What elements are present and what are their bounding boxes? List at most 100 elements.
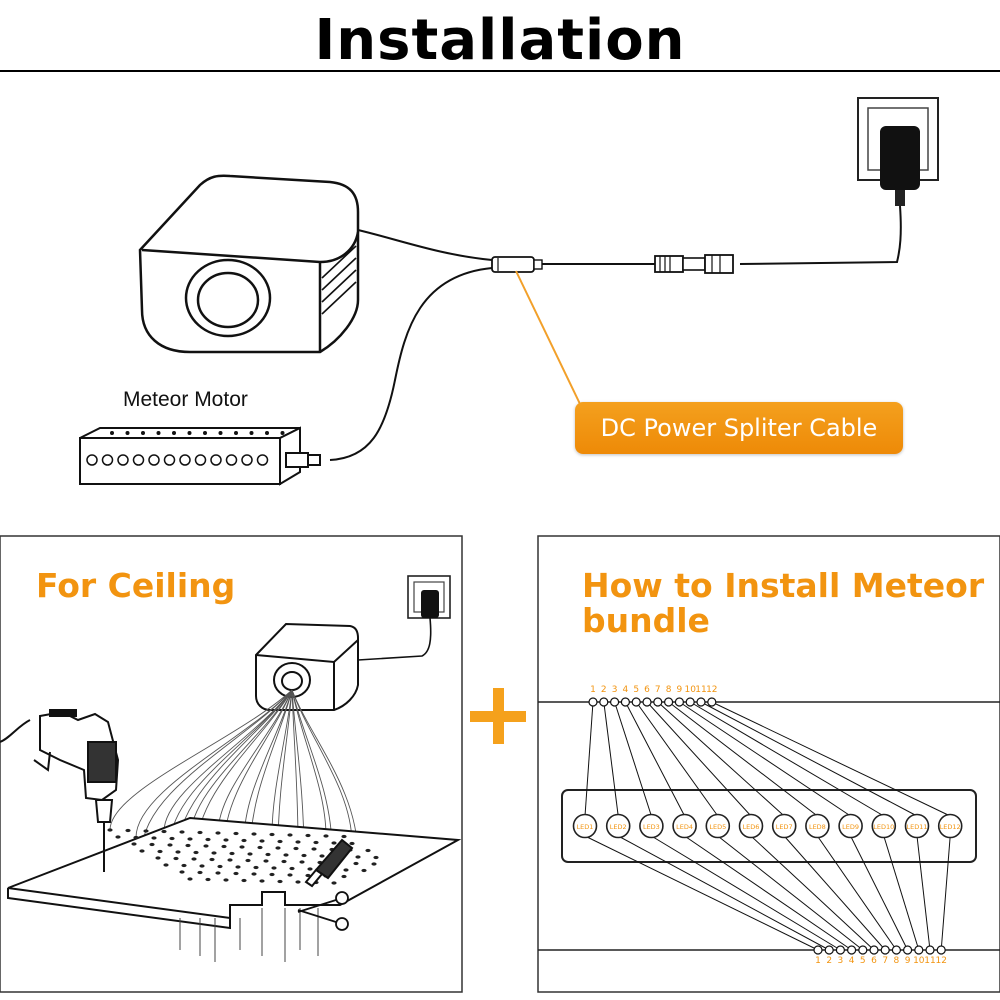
motor-top-dot bbox=[234, 431, 238, 435]
bottom-port bbox=[824, 945, 834, 955]
scissors-icon bbox=[297, 891, 349, 931]
board-hole bbox=[221, 844, 227, 849]
wire-top bbox=[689, 701, 885, 817]
bottom-port bbox=[914, 945, 924, 955]
wire-bottom bbox=[816, 835, 897, 951]
page-title: Installation bbox=[314, 8, 686, 73]
top-port bbox=[653, 697, 663, 707]
top-port bbox=[674, 697, 685, 707]
top-port-number: 12 bbox=[706, 685, 717, 695]
board-hole bbox=[199, 864, 205, 868]
led bbox=[572, 813, 598, 839]
board-hole bbox=[289, 866, 295, 871]
wire-bottom bbox=[916, 835, 931, 951]
board-hole bbox=[115, 835, 121, 839]
ceiling-adapter-icon bbox=[407, 575, 451, 619]
bottom-port-number: 1 bbox=[815, 956, 821, 966]
led bbox=[904, 813, 930, 839]
wire-bottom bbox=[850, 835, 909, 951]
board-hole bbox=[251, 832, 257, 836]
wire-top bbox=[614, 701, 652, 817]
top-port bbox=[620, 697, 631, 707]
led-label: LED4 bbox=[676, 823, 693, 831]
wire-bottom bbox=[940, 835, 951, 951]
motor-top-dot bbox=[265, 431, 269, 435]
board-hole bbox=[185, 843, 191, 848]
ceiling-projector-icon bbox=[255, 622, 359, 711]
board-hole bbox=[163, 863, 169, 867]
led-label: LED1 bbox=[577, 823, 594, 831]
led-label: LED11 bbox=[906, 823, 927, 831]
motor-hole bbox=[241, 454, 253, 466]
board-hole bbox=[173, 856, 179, 861]
led bbox=[705, 813, 731, 839]
board-hole bbox=[239, 845, 245, 849]
board-hole bbox=[133, 835, 139, 840]
board-hole bbox=[355, 855, 361, 859]
board-hole bbox=[295, 840, 301, 844]
led bbox=[937, 813, 963, 839]
motor-top-dot bbox=[218, 431, 223, 435]
top-port-number: 7 bbox=[655, 685, 661, 695]
motor-hole bbox=[163, 454, 176, 466]
title-divider bbox=[0, 70, 1000, 72]
board-hole bbox=[295, 880, 301, 884]
board-hole bbox=[241, 878, 247, 883]
board-hole bbox=[139, 849, 145, 853]
bottom-port-number: 8 bbox=[894, 956, 900, 966]
board-hole bbox=[331, 841, 337, 845]
board-hole bbox=[149, 842, 155, 847]
bottom-port-number: 4 bbox=[849, 956, 855, 966]
plus-icon bbox=[470, 688, 526, 744]
board-hole bbox=[107, 828, 113, 832]
bottom-port-number: 6 bbox=[871, 956, 877, 966]
hanging-fibers bbox=[179, 908, 319, 962]
board-hole bbox=[191, 857, 197, 861]
board-hole bbox=[341, 874, 347, 879]
board-hole bbox=[293, 846, 299, 851]
bottom-port-number: 3 bbox=[838, 956, 844, 966]
motor-hole bbox=[101, 454, 114, 466]
motor-hole bbox=[194, 454, 207, 466]
board-hole bbox=[161, 829, 167, 834]
led bbox=[605, 813, 631, 839]
board-hole bbox=[209, 857, 215, 862]
right-panel-title-line2: bundle bbox=[582, 601, 710, 640]
bottom-port-number: 2 bbox=[826, 956, 832, 966]
board-hole bbox=[263, 859, 269, 863]
board-hole bbox=[307, 867, 313, 871]
top-port-number: 8 bbox=[666, 685, 672, 695]
motor-hole bbox=[210, 454, 222, 466]
bottom-port bbox=[902, 945, 913, 955]
board-hole bbox=[181, 863, 187, 868]
board-hole bbox=[215, 871, 221, 875]
left-panel-title: For Ceiling bbox=[36, 566, 236, 605]
top-port bbox=[609, 697, 620, 707]
motor-hole bbox=[256, 454, 269, 466]
meteor-motor-label: Meteor Motor bbox=[123, 388, 248, 411]
left-panel-border bbox=[0, 535, 463, 993]
wire-top bbox=[646, 701, 752, 817]
board-hole bbox=[175, 850, 181, 854]
board-hole bbox=[259, 839, 265, 843]
board-hole bbox=[187, 877, 193, 881]
wire-bottom bbox=[584, 835, 819, 951]
board-hole bbox=[319, 854, 325, 858]
board-hole bbox=[197, 830, 203, 835]
bottom-port bbox=[880, 945, 890, 955]
led bbox=[672, 813, 697, 839]
bottom-port-number: 5 bbox=[860, 956, 866, 966]
board-hole bbox=[331, 881, 337, 885]
board-hole bbox=[223, 878, 229, 882]
board-hole bbox=[371, 862, 377, 866]
led bbox=[771, 813, 797, 839]
bottom-port-number: 9 bbox=[905, 956, 911, 966]
bottom-port bbox=[846, 945, 857, 955]
bottom-port bbox=[858, 945, 868, 955]
led bbox=[738, 813, 764, 839]
motor-top-dot bbox=[156, 431, 161, 435]
board-hole bbox=[217, 864, 223, 869]
bottom-port-number: 10 bbox=[913, 956, 925, 966]
led-label: LED9 bbox=[842, 823, 859, 831]
